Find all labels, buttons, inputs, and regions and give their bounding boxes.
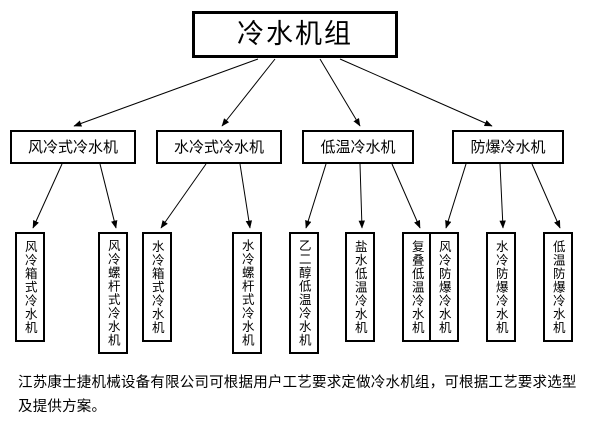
- leaf-node-label: 风冷螺杆式冷水机: [105, 239, 121, 347]
- category-node-air-cooled-chiller: 风冷式冷水机: [10, 130, 136, 164]
- connector-root-to-category-2: [221, 58, 276, 127]
- connector-category-4-to-leaf-8: [445, 163, 467, 229]
- leaf-node-label: 复叠低温冷水机: [409, 239, 425, 335]
- leaf-node-label: 水冷箱式冷水机: [149, 239, 165, 335]
- connector-root-to-category-4: [339, 58, 493, 127]
- root-node-label: 冷水机组: [237, 19, 353, 50]
- leaf-node-label: 盐水低温冷水机: [352, 239, 368, 335]
- connector-root-to-category-1: [73, 58, 259, 127]
- connector-category-2-to-leaf-4: [239, 163, 253, 229]
- leaf-node-glycol-low-temperature-chiller: 乙二醇低温冷水机: [289, 232, 319, 354]
- connector-category-3-to-leaf-6: [358, 163, 365, 229]
- root-to-category-connectors: [73, 58, 493, 127]
- connector-category-4-to-leaf-9: [499, 163, 506, 229]
- leaf-node-label: 水冷螺杆式冷水机: [239, 239, 255, 347]
- category-node-label: 防爆冷水机: [470, 137, 546, 156]
- category-node-explosion-proof-chiller: 防爆冷水机: [452, 130, 564, 164]
- leaf-node-cascade-low-temperature-chiller: 复叠低温冷水机: [402, 232, 432, 342]
- category-to-leaf-connectors: [32, 163, 561, 229]
- leaf-node-label: 低温防爆冷水机: [550, 239, 566, 335]
- leaf-node-label: 水冷防爆冷水机: [493, 239, 509, 335]
- leaf-node-air-cooled-explosion-proof-chiller: 风冷防爆冷水机: [429, 232, 459, 342]
- leaf-node-air-cooled-box-chiller: 风冷箱式冷水机: [15, 232, 45, 342]
- category-node-low-temperature-chiller: 低温冷水机: [302, 130, 414, 164]
- connector-category-3-to-leaf-5: [305, 163, 327, 229]
- leaf-node-brine-low-temperature-chiller: 盐水低温冷水机: [345, 232, 375, 342]
- leaf-node-label: 乙二醇低温冷水机: [296, 239, 312, 347]
- connector-category-2-to-leaf-3: [160, 163, 207, 229]
- connector-category-3-to-leaf-7: [391, 163, 421, 229]
- leaf-node-water-cooled-explosion-proof-chiller: 水冷防爆冷水机: [486, 232, 516, 342]
- leaf-node-water-cooled-screw-chiller: 水冷螺杆式冷水机: [232, 232, 262, 354]
- leaf-node-water-cooled-box-chiller: 水冷箱式冷水机: [142, 232, 172, 342]
- connector-category-4-to-leaf-10: [531, 163, 561, 229]
- leaf-node-air-cooled-screw-chiller: 风冷螺杆式冷水机: [98, 232, 128, 354]
- connector-category-1-to-leaf-2: [99, 163, 118, 229]
- connector-category-1-to-leaf-1: [32, 163, 63, 229]
- category-node-water-cooled-chiller: 水冷式冷水机: [156, 130, 282, 164]
- leaf-node-label: 风冷箱式冷水机: [22, 239, 38, 335]
- category-node-label: 风冷式冷水机: [27, 137, 118, 156]
- category-node-label: 水冷式冷水机: [173, 137, 264, 156]
- connector-root-to-category-3: [319, 58, 361, 127]
- category-node-label: 低温冷水机: [320, 137, 396, 156]
- footer-note: 江苏康士捷机械设备有限公司可根据用户工艺要求定做冷水机组，可根据工艺要求选型及提…: [18, 375, 577, 415]
- root-node-chiller-unit: 冷水机组: [192, 11, 398, 58]
- leaf-node-label: 风冷防爆冷水机: [436, 239, 452, 335]
- leaf-node-low-temperature-explosion-proof-chiller: 低温防爆冷水机: [543, 232, 573, 342]
